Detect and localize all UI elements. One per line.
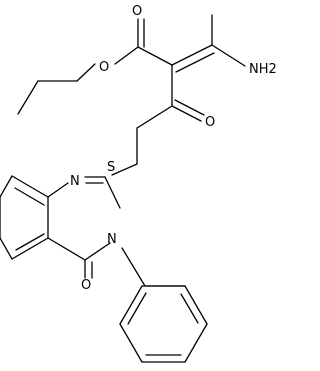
bond-ph-5 (119, 285, 143, 325)
bond-benz-5 (11, 237, 49, 260)
bond-ketone-co-1 (171, 105, 202, 122)
bond-ph-4 (119, 323, 143, 363)
bond-ph-inner-3 (127, 292, 147, 325)
bond-c4-n3 (84, 242, 111, 261)
bond-benz-2 (0, 175, 13, 198)
atom-label-n3: N (107, 232, 117, 247)
atom-label-ester-o-ether: O (99, 60, 109, 75)
bond-ketone-co-2 (174, 99, 205, 116)
bond-o-carbonyl (114, 46, 139, 65)
bond-n3-ch2 (121, 247, 146, 287)
bond-ph-2 (184, 323, 208, 363)
bond-benz-5-inner (15, 233, 45, 251)
bond-ph-1 (184, 285, 208, 325)
bond-ester-c-alpha (137, 46, 173, 66)
bond-benz-1 (11, 175, 49, 198)
bond-cc-double-1 (171, 44, 213, 66)
bond-n1-c8a (47, 182, 69, 198)
bond-ethyl-o (76, 63, 96, 82)
bond-s-c2 (111, 163, 138, 176)
bond-c4a-c4 (47, 237, 86, 261)
atom-label-sulfur: S (107, 160, 115, 175)
bond-ph-inner-1 (180, 293, 199, 324)
bond-c2-n3 (104, 176, 121, 209)
atom-label-amine: NH2 (249, 62, 277, 77)
atom-label-n1: N (70, 174, 80, 189)
bond-ketone-ch2 (136, 105, 173, 129)
bond-benz-1-inner (14, 187, 45, 206)
bond-benz-4 (0, 237, 13, 260)
atom-label-ketone-o: O (205, 115, 215, 130)
molecule-canvas: O O NH2 O S N N O (0, 4, 277, 363)
bond-c-nh2 (211, 44, 246, 67)
bond-ethyl-ch3 (17, 80, 39, 115)
bond-cc-double-2 (175, 52, 215, 73)
atom-label-quin-o: O (81, 278, 91, 293)
atom-labels: O O NH2 O S N N O (70, 4, 277, 293)
atom-label-ester-o-carbonyl: O (132, 4, 142, 19)
bond-lines (0, 14, 246, 363)
molecule-structure: O O NH2 O S N N O (0, 4, 277, 363)
